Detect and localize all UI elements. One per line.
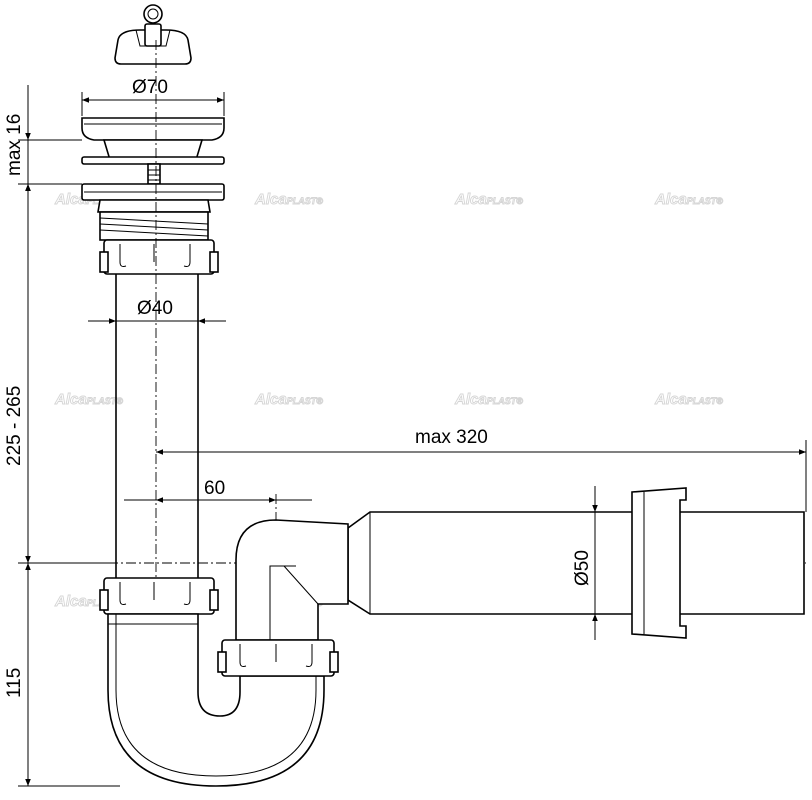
outlet-length-label: max 320	[415, 427, 488, 448]
left-dimension-chain: max 16 225 - 265 115	[4, 85, 120, 787]
svg-text:AlcaPLAST®: AlcaPLAST®	[654, 191, 723, 208]
svg-text:AlcaPLAST®: AlcaPLAST®	[454, 191, 523, 208]
trap-depth-label: 115	[4, 668, 25, 698]
outlet-elbow	[235, 519, 349, 641]
watermark: AlcaPLAST®	[54, 391, 124, 409]
svg-text:AlcaPLAST®: AlcaPLAST®	[454, 391, 523, 408]
stopper-diameter-dimension: Ø70	[81, 77, 225, 116]
offset-label: 60	[204, 478, 225, 499]
outlet-length-dimension: max 320	[156, 427, 807, 512]
watermark: AlcaPLAST®	[254, 391, 324, 409]
watermark: AlcaPLAST®	[454, 391, 524, 409]
lower-nut-tail	[99, 577, 219, 615]
outlet-diameter-label: Ø50	[572, 550, 593, 586]
upper-nut	[99, 239, 219, 275]
svg-text:AlcaPLAST®: AlcaPLAST®	[654, 391, 723, 408]
sink-thickness-label: max 16	[4, 114, 25, 176]
lower-nut-riser	[217, 639, 339, 677]
pipe-diameter-dimension: Ø40	[88, 298, 226, 324]
watermark: AlcaPLAST®	[454, 191, 524, 209]
svg-text:AlcaPLAST®: AlcaPLAST®	[254, 191, 323, 208]
watermark: AlcaPLAST®	[654, 391, 724, 409]
pipe-diameter-label: Ø40	[137, 298, 173, 319]
watermark: AlcaPLAST®	[654, 191, 724, 209]
outlet-diameter-dimension: Ø50	[572, 486, 598, 640]
watermark: AlcaPLAST®	[254, 191, 324, 209]
stopper-diameter-label: Ø70	[132, 77, 168, 98]
trap-bowl	[107, 613, 325, 787]
waste-flange	[81, 117, 225, 241]
tail-height-label: 225 - 265	[4, 386, 25, 466]
svg-text:AlcaPLAST®: AlcaPLAST®	[54, 391, 123, 408]
svg-text:AlcaPLAST®: AlcaPLAST®	[254, 391, 323, 408]
drain-stopper	[114, 4, 192, 65]
outlet-pipe	[108, 487, 806, 639]
